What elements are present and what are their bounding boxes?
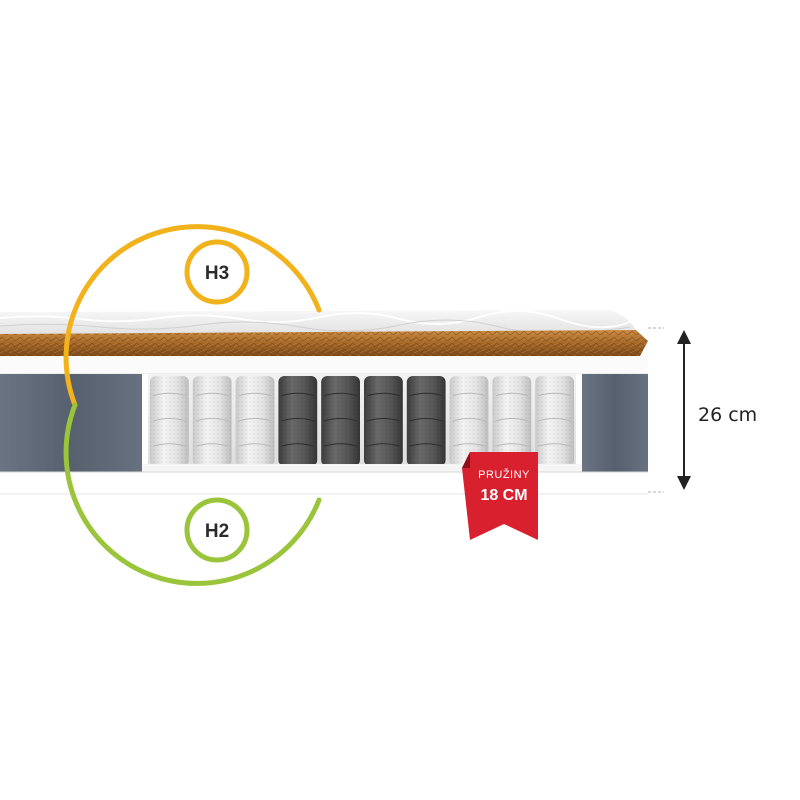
spring-pocket [492, 376, 532, 466]
right-side-panel [582, 374, 648, 472]
foam-band [0, 356, 648, 374]
height-label: 26 cm [698, 404, 757, 426]
height-dimension: 26 cm [648, 327, 757, 493]
spring-pocket [406, 376, 446, 466]
pocket-springs [150, 376, 574, 466]
spring-pocket [321, 376, 360, 466]
h2-label: H2 [205, 521, 229, 542]
spring-pocket [364, 376, 403, 466]
top-quilt-layer [0, 310, 636, 334]
badge-line1: PRUŽINY [478, 468, 530, 481]
spring-pocket [535, 376, 574, 466]
spring-pocket [192, 376, 232, 466]
firmness-ring: H3 H2 [63, 224, 322, 586]
coconut-fiber-layer [0, 330, 648, 356]
spring-pocket [235, 376, 275, 466]
ribbon-badge-icon: PRUŽINY 18 CM [462, 452, 538, 540]
badge-line2: 18 CM [480, 487, 527, 504]
h3-arc [63, 224, 322, 408]
spring-pocket [449, 376, 489, 466]
h3-label: H3 [205, 263, 229, 284]
double-vertical-arrow-icon [677, 330, 691, 490]
h3-badge: H3 [184, 239, 250, 305]
spring-pocket [150, 376, 189, 466]
h2-badge: H2 [184, 497, 250, 563]
h2-arc [63, 402, 322, 586]
spring-pocket [278, 376, 318, 466]
